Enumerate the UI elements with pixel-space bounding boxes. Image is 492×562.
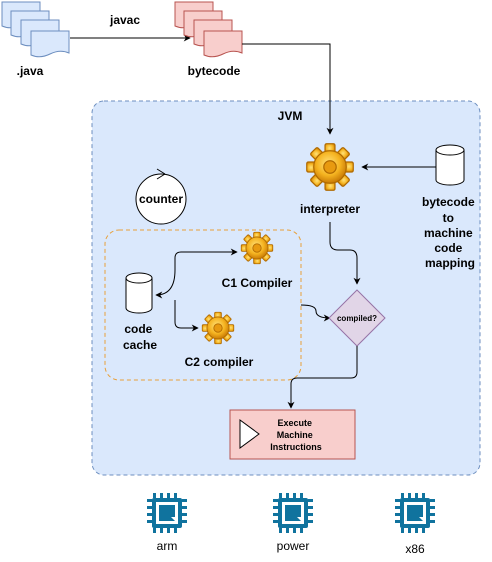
bytecode-files-icon (174, 1, 243, 58)
execute-label: Execute Machine Instructions (270, 418, 322, 452)
c1-compiler-label: C1 Compiler (222, 276, 293, 290)
counter-circle (135, 173, 187, 225)
bytecode-label: bytecode (188, 64, 241, 78)
mapping-database-icon (435, 144, 465, 186)
cache-c1-connector (155, 248, 238, 299)
interpreter-to-compiled-arrow (329, 222, 361, 285)
code-cache-label: code cache (123, 322, 157, 352)
code-cache-database-icon (125, 272, 153, 314)
interpreter-gear-icon (306, 143, 354, 191)
compiled-to-execute-arrow (287, 346, 358, 409)
counter-refresh-icon (156, 168, 166, 180)
interpreter-label: interpreter (300, 202, 360, 216)
cache-c2-connector (174, 300, 199, 332)
x86-label: x86 (405, 542, 425, 556)
compiled-label: compiled? (337, 314, 377, 323)
arm-label: arm (157, 539, 178, 553)
java-label: .java (17, 64, 44, 78)
x86-cpu-chip-icon (395, 493, 435, 533)
compilers-to-compiled-arrow (300, 304, 331, 322)
c1-compiler-gear-icon (240, 231, 274, 265)
java-files-icon (1, 1, 70, 58)
c2-compiler-gear-icon (201, 311, 235, 345)
bytecode-to-interpreter-arrow (242, 43, 334, 135)
c2-compiler-label: C2 compiler (185, 355, 254, 369)
arm-cpu-chip-icon (147, 493, 187, 533)
power-cpu-chip-icon (273, 493, 313, 533)
compilers-container (104, 229, 302, 381)
jvm-container (91, 100, 481, 476)
execute-play-triangle-icon (239, 419, 260, 449)
javac-label: javac (109, 13, 140, 27)
jvm-label: JVM (278, 109, 303, 123)
counter-label: counter (139, 192, 183, 206)
power-label: power (277, 539, 310, 553)
mapping-label: bytecode to machine code mapping (422, 195, 478, 270)
